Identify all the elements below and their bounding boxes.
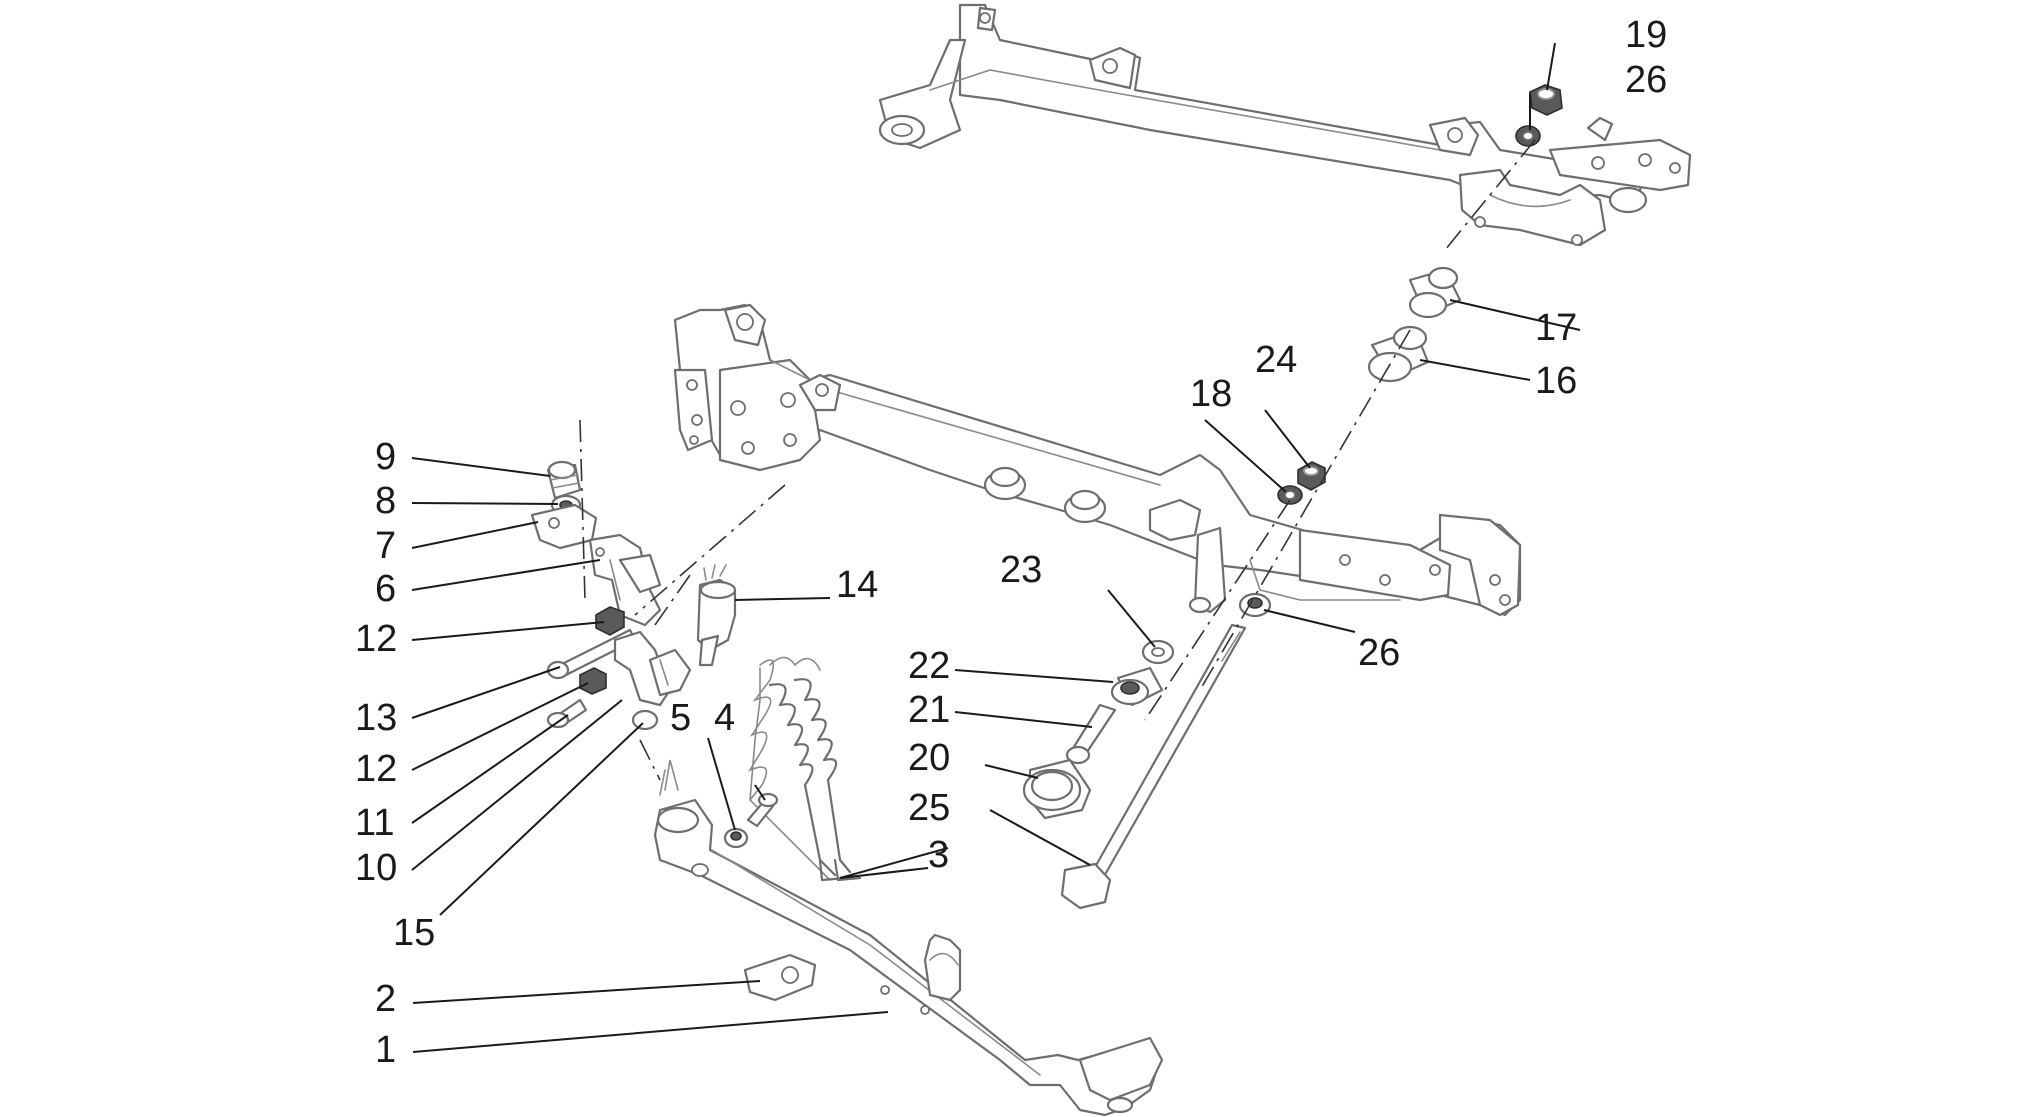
callout-20: 20 bbox=[908, 737, 950, 779]
callout-15: 15 bbox=[393, 912, 435, 954]
silent-block-16 bbox=[1367, 325, 1430, 383]
callout-labels: 1 2 3 4 5 6 7 8 9 10 11 12 12 13 14 15 1… bbox=[355, 14, 1667, 1071]
callout-10: 10 bbox=[355, 847, 397, 889]
callout-9: 9 bbox=[375, 436, 396, 478]
silent-block-17 bbox=[1408, 266, 1462, 319]
callout-2: 2 bbox=[375, 978, 396, 1020]
cap-9 bbox=[546, 460, 582, 500]
callout-23: 23 bbox=[1000, 549, 1042, 591]
upper-frame-crossmember bbox=[878, 3, 1692, 247]
bolt-4 bbox=[746, 792, 779, 828]
callout-1: 1 bbox=[375, 1029, 396, 1071]
screw-11 bbox=[546, 698, 588, 729]
center-stand-frame bbox=[673, 303, 1522, 617]
leader-lines bbox=[411, 42, 1581, 1053]
switch-plate-10 bbox=[613, 630, 692, 707]
callout-5: 5 bbox=[670, 697, 691, 739]
bushing-22 bbox=[1110, 666, 1164, 707]
assembly-axes bbox=[579, 139, 1536, 781]
callout-7: 7 bbox=[375, 525, 396, 567]
callout-12-lower: 12 bbox=[355, 748, 397, 790]
nut-24 bbox=[1297, 461, 1326, 491]
callout-13: 13 bbox=[355, 697, 397, 739]
plate-7 bbox=[530, 503, 598, 550]
callout-17: 17 bbox=[1535, 307, 1577, 349]
side-stand-switch-14 bbox=[696, 564, 737, 667]
callout-11: 11 bbox=[355, 802, 394, 844]
callout-3: 3 bbox=[928, 834, 949, 876]
nut-12-lower bbox=[579, 667, 607, 695]
rubber-buffer-20 bbox=[1022, 758, 1092, 820]
washer-15 bbox=[631, 709, 659, 731]
nut-19 bbox=[1529, 84, 1563, 116]
bolt-upper bbox=[1586, 116, 1614, 142]
side-stand-1 bbox=[653, 759, 1164, 1117]
callout-8: 8 bbox=[375, 480, 396, 522]
switch-bracket-6 bbox=[588, 533, 662, 627]
nut-12-upper bbox=[595, 606, 625, 636]
callout-25: 25 bbox=[908, 787, 950, 829]
callout-24: 24 bbox=[1255, 339, 1297, 381]
long-bolt-25 bbox=[1060, 623, 1247, 910]
washer-26-upper bbox=[1515, 125, 1541, 147]
callout-26-lower: 26 bbox=[1358, 632, 1400, 674]
callout-21: 21 bbox=[908, 689, 950, 731]
callout-6: 6 bbox=[375, 568, 396, 610]
callout-4: 4 bbox=[714, 697, 735, 739]
callout-14: 14 bbox=[836, 564, 878, 606]
callout-26-upper: 26 bbox=[1625, 59, 1667, 101]
callout-22: 22 bbox=[908, 645, 950, 687]
callout-19: 19 bbox=[1625, 14, 1667, 56]
washer-5 bbox=[723, 827, 749, 849]
callout-18: 18 bbox=[1190, 373, 1232, 415]
spring-3 bbox=[748, 656, 862, 882]
callout-16: 16 bbox=[1535, 360, 1577, 402]
callout-12-upper: 12 bbox=[355, 618, 397, 660]
plate-2 bbox=[743, 953, 817, 1002]
pin-21 bbox=[1065, 703, 1117, 765]
washer-23 bbox=[1141, 639, 1175, 665]
